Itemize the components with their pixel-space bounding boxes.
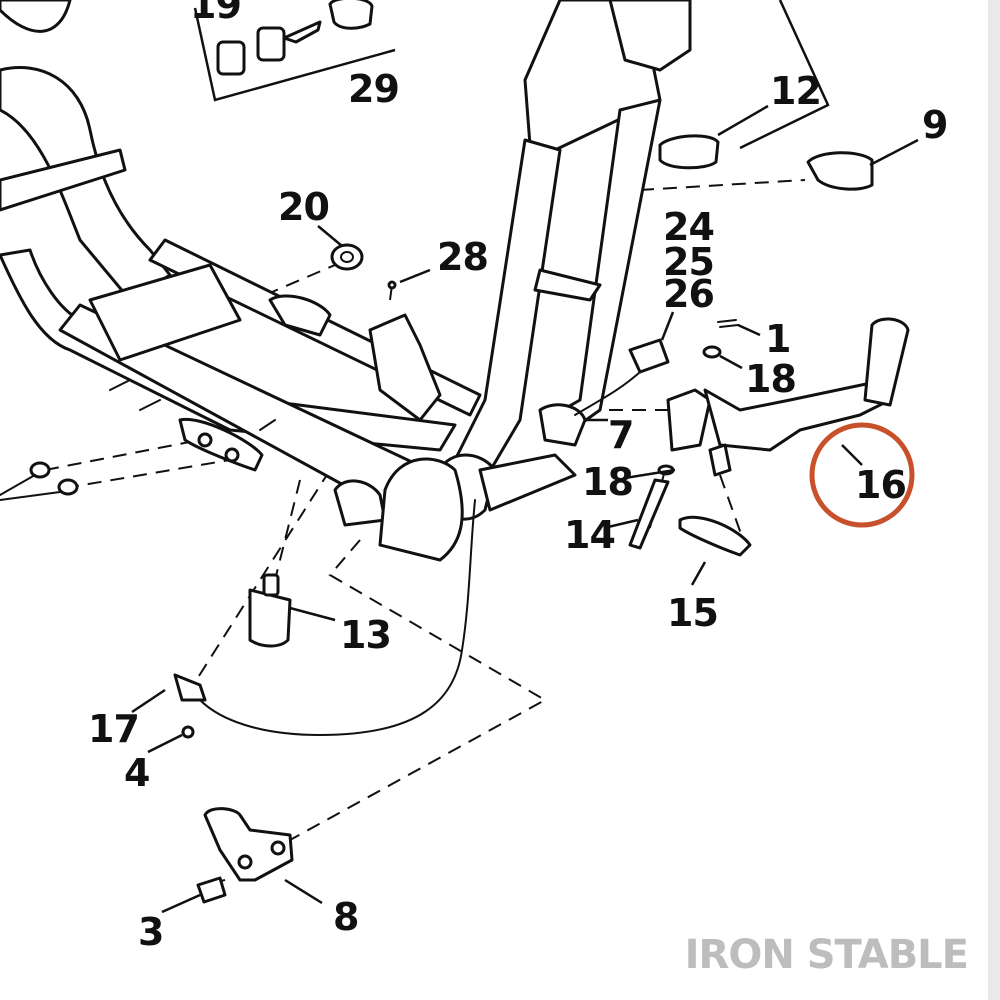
bracket-8 <box>203 807 294 882</box>
callout-9: 9 <box>922 103 947 147</box>
page-edge-strip <box>988 0 1000 1000</box>
clamp-9 <box>806 151 874 191</box>
callout-20: 20 <box>278 185 329 229</box>
spring-1 <box>717 319 739 328</box>
key-blank-1 <box>216 40 246 76</box>
callout-1: 1 <box>765 317 790 361</box>
lock-cylinder <box>328 0 374 30</box>
connector-24 <box>628 338 670 374</box>
assembly-dashed-lines <box>44 179 806 886</box>
callout-7: 7 <box>608 413 633 457</box>
ball-28 <box>387 280 397 290</box>
plug-left-1 <box>29 461 51 479</box>
spacer-12 <box>658 134 720 170</box>
callout-13: 13 <box>340 613 391 657</box>
callout-18-upper: 18 <box>745 357 796 401</box>
callout-28: 28 <box>437 235 488 279</box>
callout-26: 26 <box>663 272 714 316</box>
highlight-circle <box>809 422 915 528</box>
key-blade <box>282 20 322 44</box>
sensor-17 <box>173 673 207 702</box>
watermark: IRON STABLE <box>685 932 968 978</box>
callout-12: 12 <box>770 69 821 113</box>
callout-4: 4 <box>124 751 149 795</box>
callout-17: 17 <box>88 707 139 751</box>
leader-lines <box>131 104 919 914</box>
downtubes <box>368 0 692 562</box>
key-kit-box <box>193 0 830 150</box>
callout-24: 24 <box>663 205 714 249</box>
callout-19: 19 <box>190 0 241 27</box>
callout-labels: 19 29 12 9 20 28 24 25 26 1 18 7 18 16 1… <box>88 0 948 954</box>
cable <box>199 499 476 737</box>
key-blank-2 <box>256 26 286 62</box>
callout-15: 15 <box>667 591 718 635</box>
callout-3: 3 <box>138 910 163 954</box>
screw-4 <box>181 725 195 739</box>
pin-14 <box>628 478 670 550</box>
nut-3 <box>196 876 227 904</box>
callout-16: 16 <box>855 463 906 507</box>
switch-13 <box>248 588 292 648</box>
plug-left-2 <box>57 478 79 496</box>
callout-14: 14 <box>564 513 615 557</box>
callout-29: 29 <box>348 67 399 111</box>
callout-18-lower: 18 <box>582 460 633 504</box>
spring-15 <box>678 515 752 557</box>
bushing-20 <box>330 243 364 271</box>
callout-8: 8 <box>333 895 358 939</box>
washer-18a <box>702 345 722 359</box>
jiffy-stand-16 <box>666 317 910 477</box>
callout-25: 25 <box>663 240 714 284</box>
